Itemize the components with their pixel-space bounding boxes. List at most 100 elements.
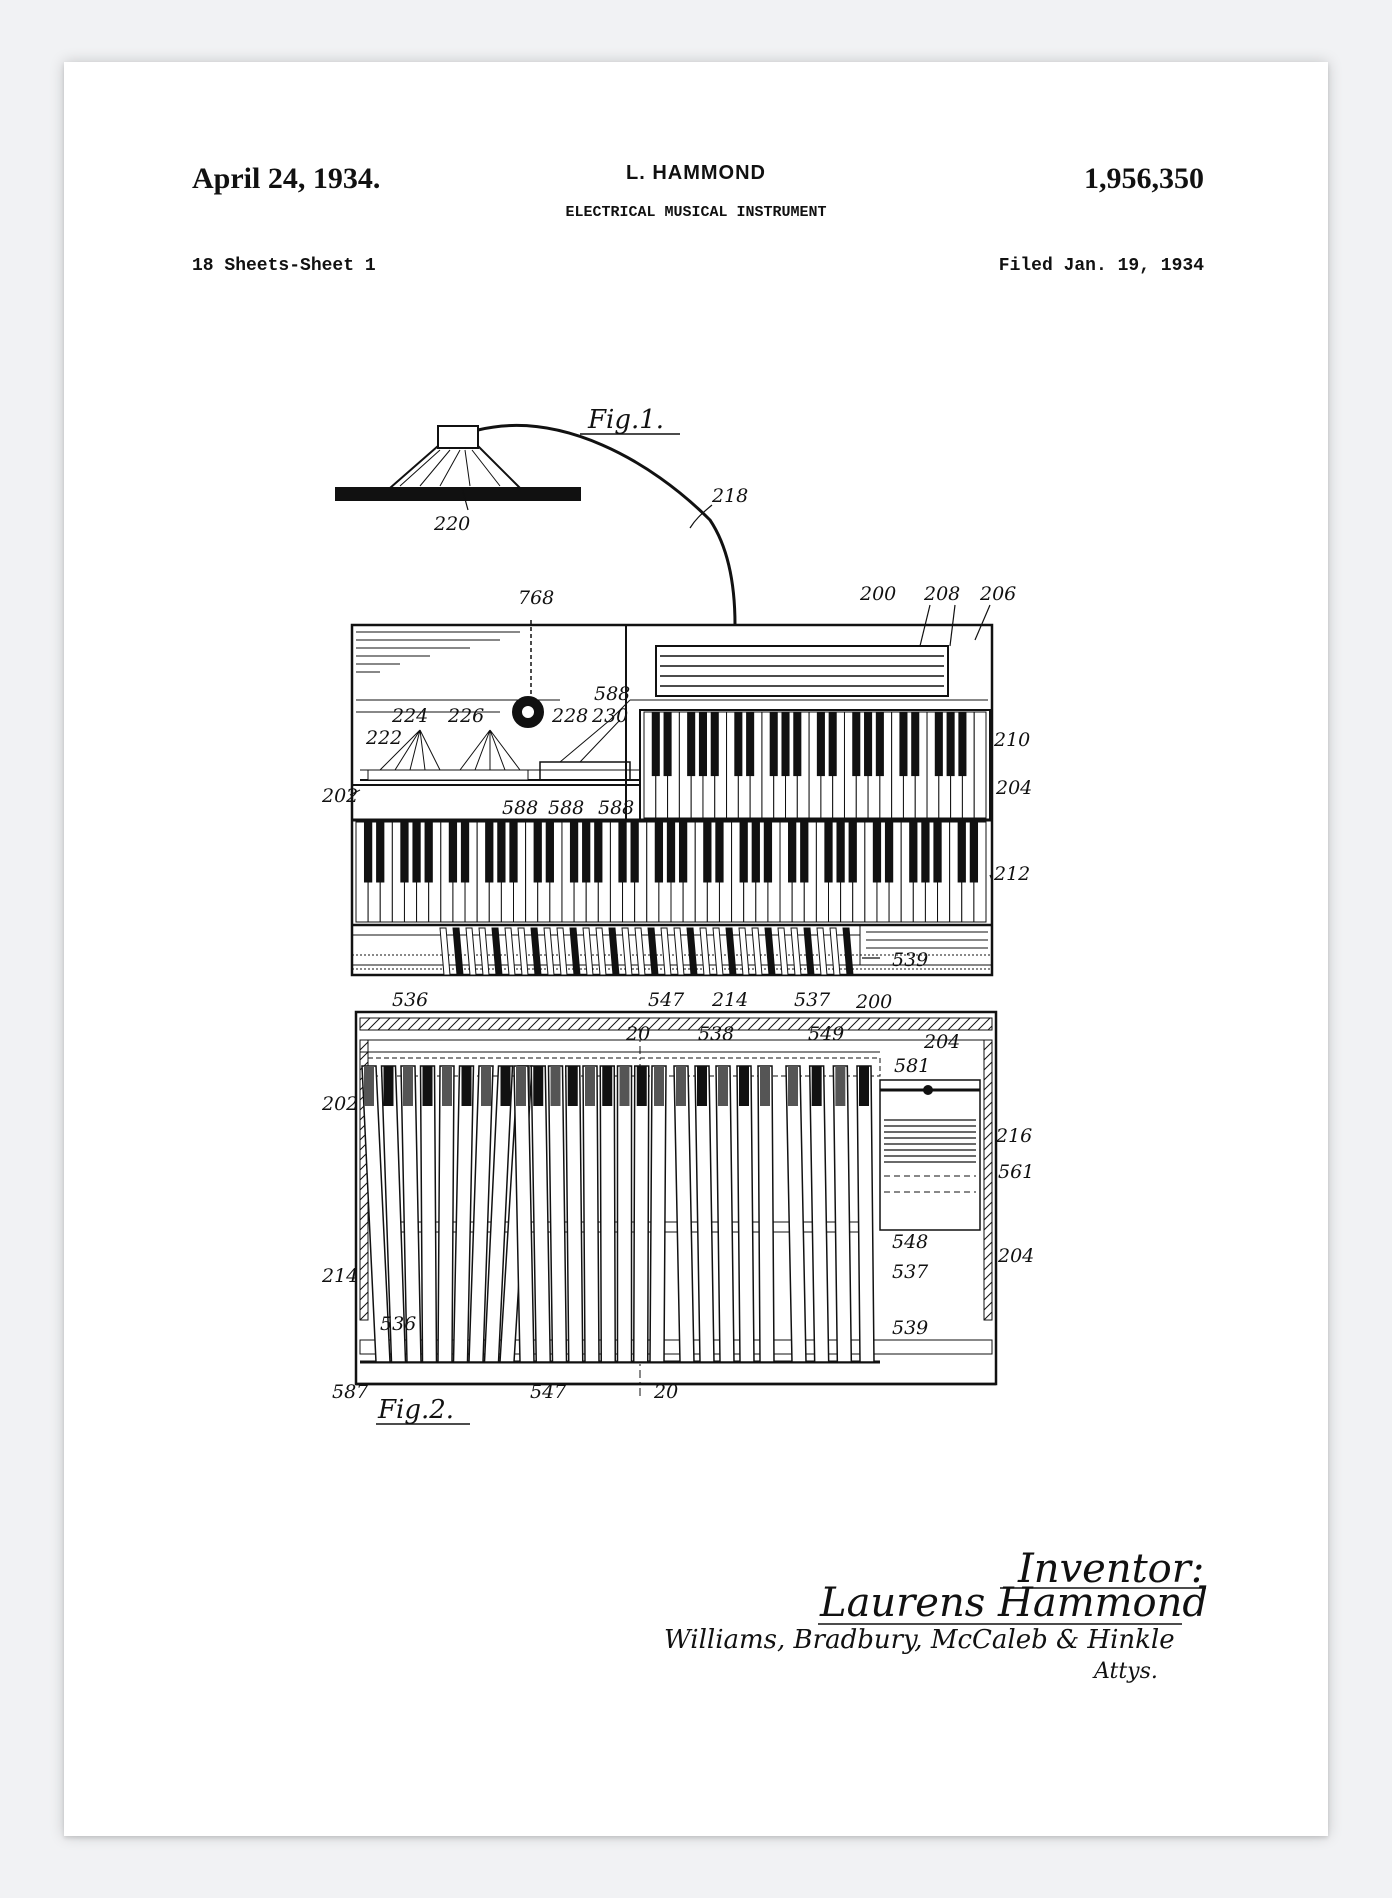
- fig2-pedal: [599, 1065, 617, 1363]
- lower-black-key: [424, 821, 433, 883]
- fig1-pedal: [686, 927, 698, 976]
- hatch-line: [507, 1017, 521, 1031]
- ref-587: 587: [332, 1381, 369, 1403]
- hatch-line: [567, 1017, 581, 1031]
- hatch-line: [477, 1017, 491, 1031]
- fig2-pedal: [547, 1065, 568, 1363]
- hatch-line: [757, 1017, 771, 1031]
- lower-black-key: [509, 821, 518, 883]
- ref-202: 202: [321, 785, 358, 807]
- lower-black-key: [569, 821, 579, 883]
- upper-black-key: [793, 711, 802, 777]
- fig1-pedal: [647, 927, 659, 976]
- fig2-pedal-cap: [788, 1066, 798, 1106]
- ref-588b: 588: [594, 683, 630, 705]
- hatch-line: [807, 1017, 821, 1031]
- fig2-references: 20 538 549 204 581 202 216 561 548 537 2…: [321, 1023, 1034, 1425]
- inventor-signature: Laurens Hammond: [819, 1580, 1208, 1626]
- hatch-line: [817, 1017, 831, 1031]
- hatch-line: [359, 1201, 369, 1211]
- ref-768: 768: [518, 587, 554, 609]
- hatch-line: [487, 1017, 501, 1031]
- lower-black-key: [957, 821, 966, 883]
- ref-204: 204: [995, 777, 1032, 799]
- hatch-line: [747, 1017, 761, 1031]
- fig2-pedal: [616, 1065, 633, 1363]
- hatch-line: [387, 1017, 401, 1031]
- lower-black-key: [788, 821, 797, 883]
- fig2-pedal-cap: [516, 1066, 526, 1106]
- hatch-line: [359, 1231, 369, 1241]
- hatch-line: [983, 1181, 993, 1191]
- lower-black-key: [715, 821, 724, 883]
- fig2-pedal-cap: [811, 1066, 822, 1106]
- hatch-line: [867, 1017, 881, 1031]
- hatch-line: [983, 1171, 993, 1181]
- lower-black-key: [800, 821, 809, 883]
- hatch-line: [617, 1017, 631, 1031]
- ref-210: 210: [993, 729, 1030, 751]
- attorneys-signature: Williams, Bradbury, McCaleb & Hinkle: [664, 1625, 1175, 1655]
- hatch-line: [359, 1221, 369, 1231]
- ref-588c: 588: [598, 797, 634, 819]
- patent-sheet: April 24, 1934. L. HAMMOND 1,956,350 ELE…: [64, 62, 1328, 1836]
- hatch-line: [427, 1017, 441, 1031]
- lower-black-key: [666, 821, 676, 883]
- hatch-line: [647, 1017, 661, 1031]
- fig1-leader-lines: [349, 487, 993, 959]
- fig1-pedal: [712, 927, 724, 976]
- fig2-pedal-cap: [676, 1066, 686, 1106]
- fig2-pedal: [715, 1065, 735, 1363]
- patent-number: 1,956,350: [1084, 162, 1204, 195]
- hatch-line: [577, 1017, 591, 1031]
- attorneys-label: Attys.: [1092, 1659, 1158, 1684]
- hatch-line: [877, 1017, 891, 1031]
- ref-537-fig2: 537: [892, 1261, 929, 1283]
- hatch-line: [667, 1017, 681, 1031]
- ref-549: 549: [808, 1023, 844, 1045]
- hatch-line: [359, 1291, 369, 1301]
- hatch-line: [359, 1271, 369, 1281]
- fig1-pedal: [491, 927, 503, 976]
- upper-manual-keys: [643, 711, 987, 819]
- lower-black-key: [363, 821, 373, 883]
- fig2-pedal-keys: [361, 1065, 875, 1363]
- fig2-pedal: [736, 1065, 755, 1363]
- upper-black-key: [828, 711, 837, 777]
- ref-212: 212: [993, 863, 1030, 885]
- hatch-line: [517, 1017, 531, 1031]
- hatch-line: [377, 1017, 391, 1031]
- ref-216: 216: [995, 1125, 1032, 1147]
- hatch-line: [497, 1017, 511, 1031]
- fig2-pedal-cap: [500, 1066, 511, 1106]
- ref-536-fig2: 536: [380, 1313, 416, 1335]
- upper-black-key: [687, 711, 696, 777]
- fig2-pedal: [757, 1065, 775, 1363]
- lower-black-key: [848, 821, 857, 883]
- hatch-line: [627, 1017, 641, 1031]
- lower-black-key: [763, 821, 773, 883]
- hatch-line: [359, 1017, 371, 1029]
- fig2-pedal-cap: [364, 1066, 374, 1106]
- patent-title: ELECTRICAL MUSICAL INSTRUMENT: [565, 204, 827, 221]
- hatch-line: [359, 1211, 369, 1221]
- fig1-pedal: [738, 927, 750, 976]
- hatch-line: [547, 1017, 561, 1031]
- hatch-line: [717, 1017, 731, 1031]
- fig2: [354, 1010, 998, 1396]
- hatch-line: [937, 1017, 951, 1031]
- hatch-line: [983, 1101, 993, 1111]
- fig1-pedal: [725, 927, 737, 976]
- hatch-line: [467, 1017, 481, 1031]
- fig2-pedal: [419, 1065, 438, 1363]
- hatch-line: [687, 1017, 701, 1031]
- upper-black-key: [911, 711, 920, 777]
- lower-black-key: [594, 821, 603, 883]
- hatch-line: [527, 1017, 541, 1031]
- hatch-line: [967, 1017, 981, 1031]
- lower-black-key: [412, 821, 421, 883]
- hatch-line: [727, 1017, 741, 1031]
- ref-588a: 588: [548, 797, 584, 819]
- lower-black-key: [969, 821, 979, 883]
